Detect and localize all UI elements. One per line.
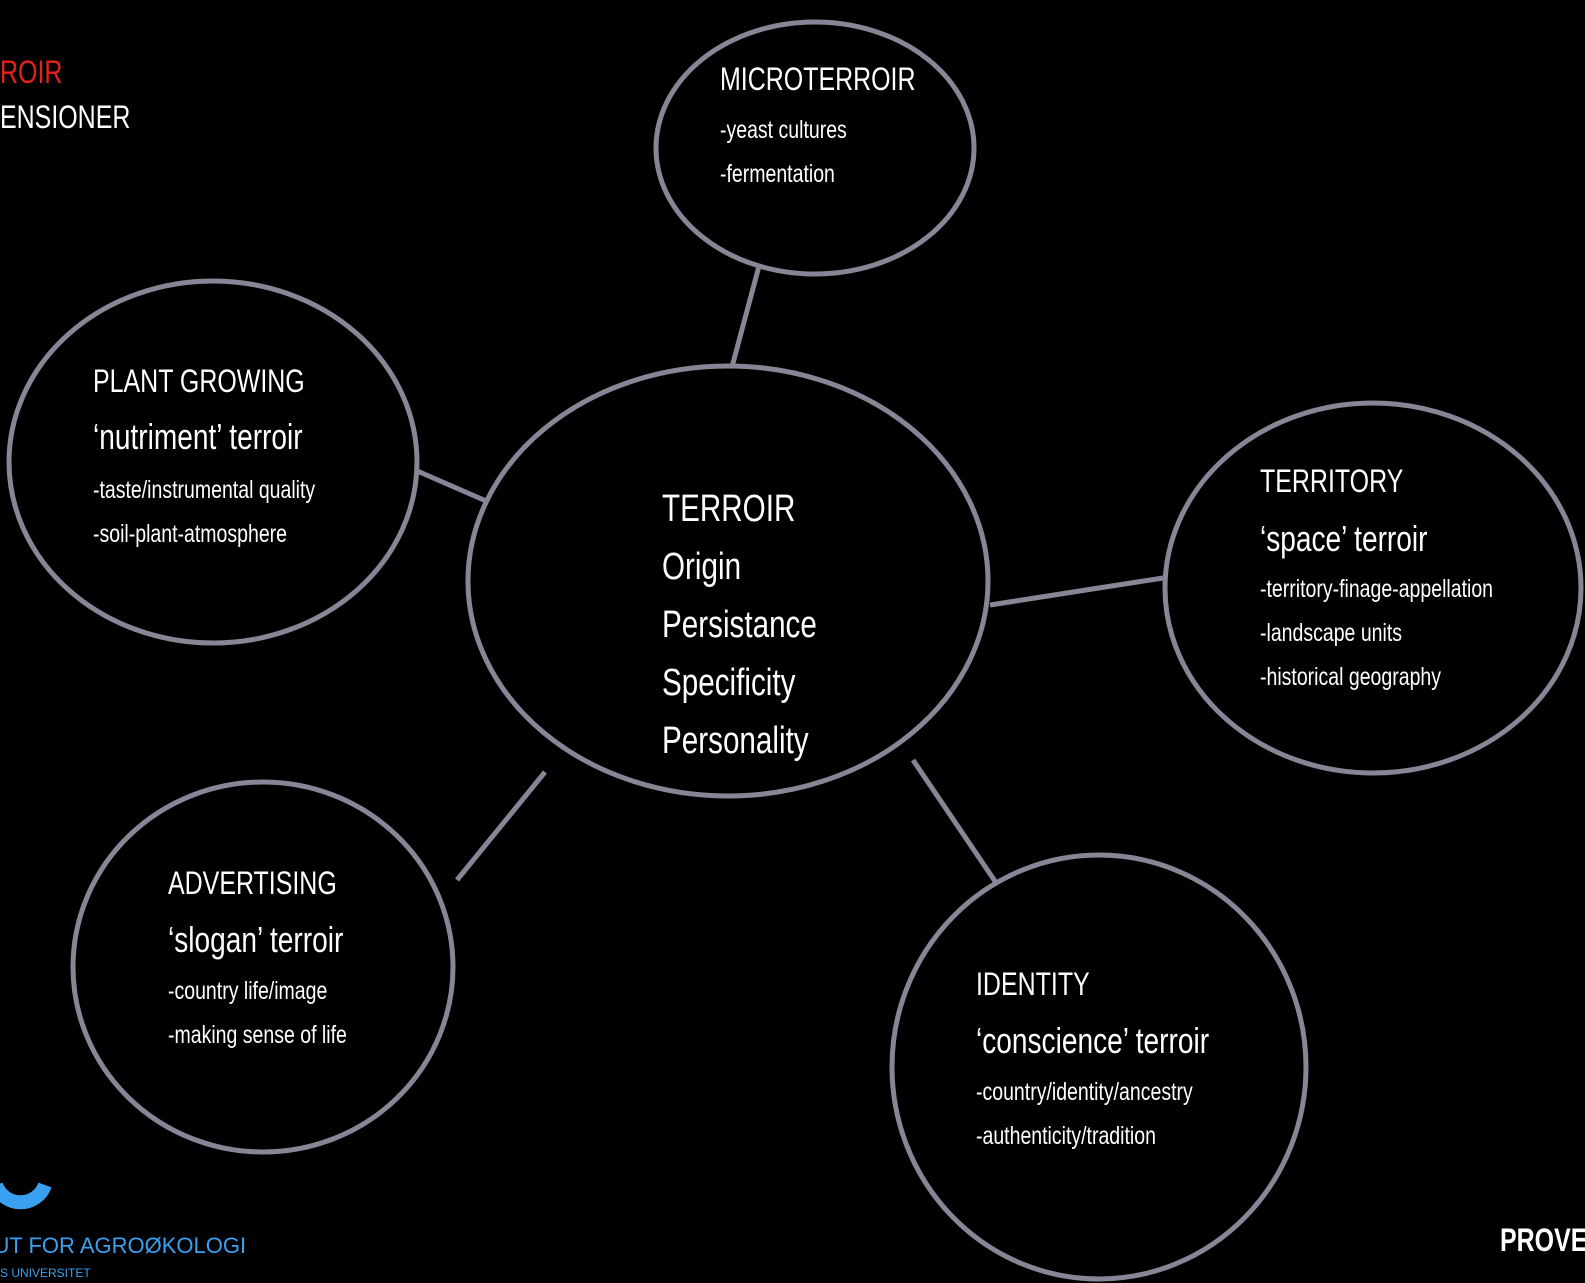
identity-subtitle: ‘conscience’ terroir bbox=[976, 1020, 1210, 1061]
plant-growing-item: -taste/instrumental quality bbox=[93, 476, 316, 504]
center-title: TERROIR bbox=[662, 488, 796, 530]
node-microterroir-circle bbox=[653, 19, 977, 277]
node-plant-growing-circle bbox=[6, 278, 420, 646]
territory-item: -historical geography bbox=[1260, 663, 1442, 691]
connector-plant-growing bbox=[414, 467, 494, 507]
footer-right-text: PROVEN bbox=[1500, 1222, 1585, 1258]
territory-title: TERRITORY bbox=[1260, 463, 1404, 499]
identity-title: IDENTITY bbox=[976, 966, 1090, 1002]
territory-item: -territory-finage-appellation bbox=[1260, 575, 1494, 603]
plant-growing-title: PLANT GROWING bbox=[93, 363, 305, 399]
territory-item: -landscape units bbox=[1260, 619, 1403, 647]
center-line: Persistance bbox=[662, 604, 817, 646]
advertising-item: -country life/image bbox=[168, 977, 328, 1005]
center-circle bbox=[465, 363, 991, 799]
center-line: Specificity bbox=[662, 662, 796, 704]
connector-microterroir bbox=[726, 254, 765, 379]
connector-advertising bbox=[455, 770, 547, 882]
node-identity-circle bbox=[889, 852, 1309, 1282]
connector-identity bbox=[910, 758, 1006, 895]
corner-title: ROIR bbox=[0, 54, 63, 90]
advertising-subtitle: ‘slogan’ terroir bbox=[168, 919, 344, 960]
plant-growing-subtitle: ‘nutriment’ terroir bbox=[93, 416, 303, 457]
node-territory-circle bbox=[1162, 400, 1584, 776]
connector-territory bbox=[989, 575, 1164, 608]
plant-growing-item: -soil-plant-atmosphere bbox=[93, 520, 288, 548]
microterroir-title: MICROTERROIR bbox=[720, 61, 916, 97]
institute-name: TUT FOR AGROØKOLOGI bbox=[0, 1233, 247, 1258]
center-line: Origin bbox=[662, 546, 742, 588]
center-text: TERROIR Origin Persistance Specificity P… bbox=[662, 480, 817, 770]
identity-item: -authenticity/tradition bbox=[976, 1122, 1156, 1150]
advertising-title: ADVERTISING bbox=[168, 865, 337, 901]
identity-item: -country/identity/ancestry bbox=[976, 1078, 1193, 1106]
node-advertising-circle bbox=[70, 779, 456, 1155]
center-line: Personality bbox=[662, 720, 809, 762]
microterroir-item: -yeast cultures bbox=[720, 116, 847, 144]
territory-subtitle: ‘space’ terroir bbox=[1260, 518, 1428, 559]
microterroir-item: -fermentation bbox=[720, 160, 835, 188]
advertising-item: -making sense of life bbox=[168, 1021, 347, 1049]
university-name: S UNIVERSITET bbox=[0, 1266, 91, 1280]
corner-subtitle: ENSIONER bbox=[0, 99, 131, 135]
logo-icon bbox=[0, 1182, 52, 1210]
